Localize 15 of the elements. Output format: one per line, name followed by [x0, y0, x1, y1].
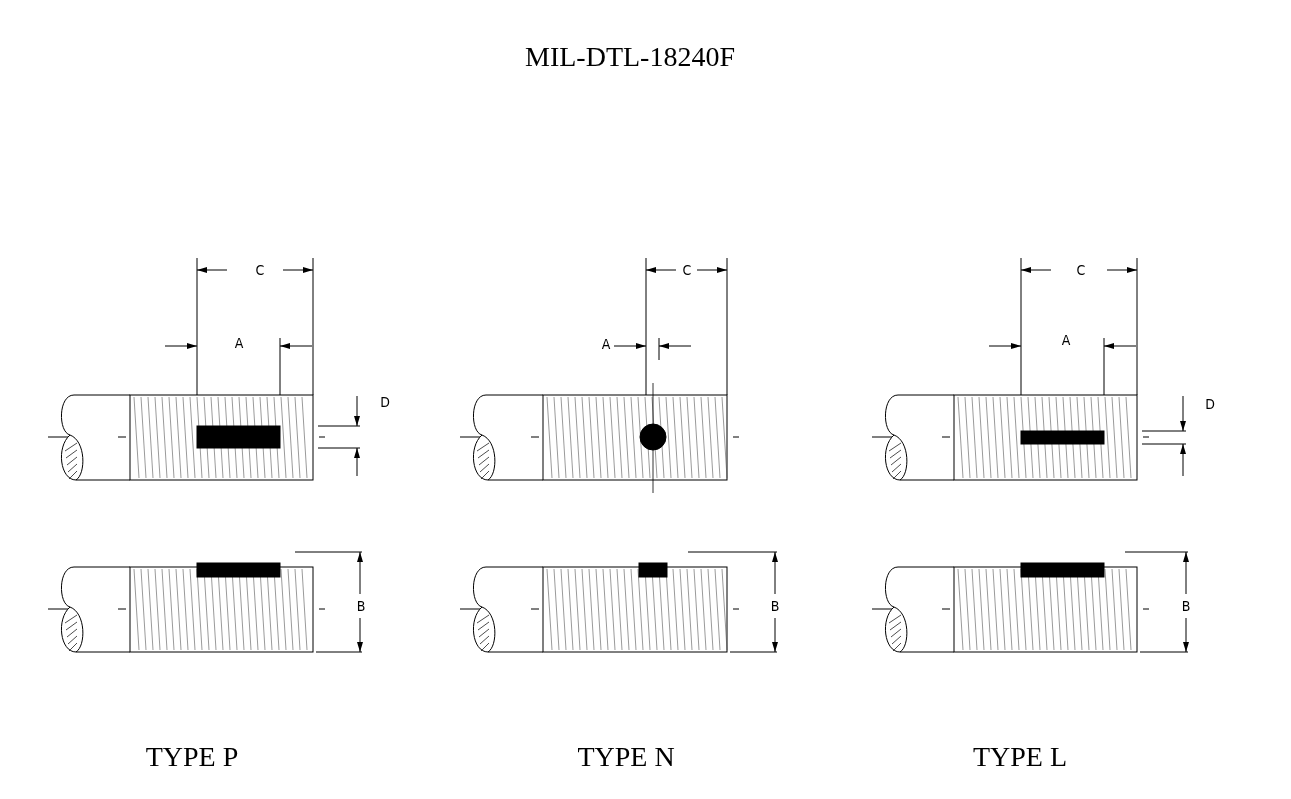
dimension-label: C [1076, 263, 1086, 277]
dimension-label: A [601, 337, 611, 351]
dimension-label: B [1181, 599, 1191, 613]
dimension-label: D [380, 395, 390, 409]
dimension-label: C [682, 263, 692, 277]
figure-caption: TYPE L [972, 743, 1068, 771]
dimension-label: A [234, 336, 244, 350]
figure-caption: TYPE P [145, 743, 239, 771]
figure-caption: TYPE N [577, 743, 675, 771]
dimension-label: D [1205, 397, 1215, 411]
dimension-label: B [356, 599, 366, 613]
dimension-label: A [1061, 333, 1071, 347]
dimension-label: C [255, 263, 265, 277]
title: MIL-DTL-18240F [525, 43, 735, 71]
dimension-label: B [770, 599, 780, 613]
